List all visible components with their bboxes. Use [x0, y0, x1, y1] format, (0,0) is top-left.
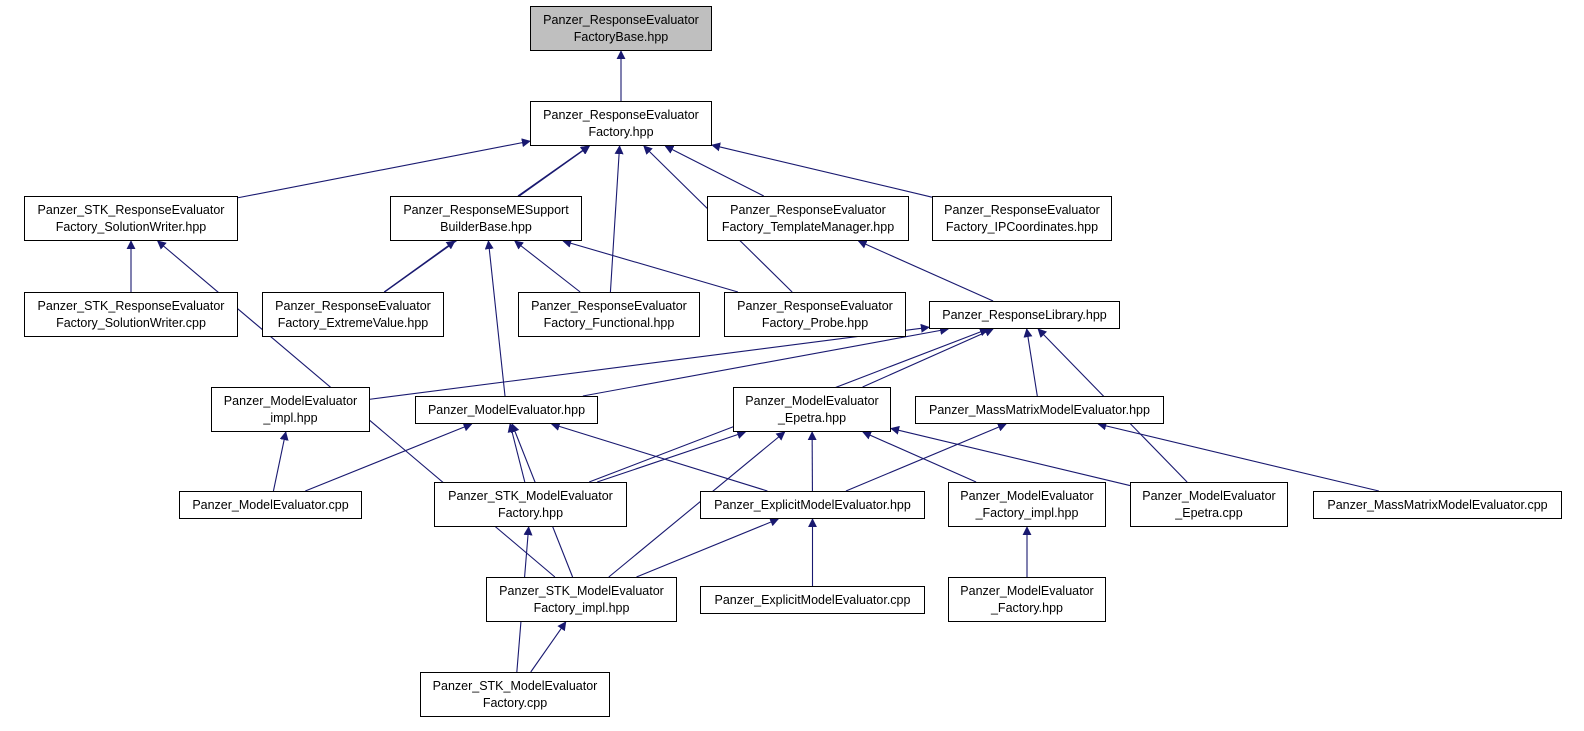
node-label-line: Factory_ExtremeValue.hpp [277, 315, 429, 330]
node-explicit-model-evaluator-cpp[interactable]: Panzer_ExplicitModelEvaluator.cpp [700, 586, 925, 614]
include-edge [596, 430, 747, 483]
node-label-line: _impl.hpp [263, 410, 318, 425]
include-edge [550, 422, 768, 492]
node-label-line: Panzer_STK_ModelEvaluator [448, 488, 613, 503]
node-label-line: Panzer_ModelEvaluator [745, 393, 879, 408]
include-edge [305, 422, 473, 492]
node-probe-hpp[interactable]: Panzer_ResponseEvaluator Factory_Probe.h… [724, 292, 906, 337]
node-response-evaluator-factory-hpp[interactable]: Panzer_ResponseEvaluator Factory.hpp [530, 101, 712, 146]
node-model-evaluator-epetra-cpp[interactable]: Panzer_ModelEvaluator _Epetra.cpp [1130, 482, 1288, 527]
include-edge [862, 431, 977, 483]
include-edge [636, 517, 780, 578]
node-model-evaluator-factory-impl-hpp[interactable]: Panzer_ModelEvaluator _Factory_impl.hpp [948, 482, 1106, 527]
node-label-line: Panzer_ResponseEvaluator [531, 298, 687, 313]
include-edge [582, 326, 950, 397]
include-edge [857, 240, 994, 302]
node-label-line: Factory_Probe.hpp [761, 315, 869, 330]
edge-layer [126, 50, 1379, 673]
node-label-line: Panzer_STK_ModelEvaluator [499, 583, 664, 598]
include-edge [608, 431, 786, 578]
node-label-line: FactoryBase.hpp [573, 29, 669, 44]
node-label-line: _Epetra.cpp [1175, 505, 1243, 520]
node-label-line: Panzer_ModelEvaluator [223, 393, 358, 408]
node-label-line: Panzer_ModelEvaluator.cpp [192, 497, 349, 512]
node-label-line: Factory_TemplateManager.hpp [721, 219, 895, 234]
include-edge [514, 240, 581, 293]
node-stk-solution-writer-cpp[interactable]: Panzer_STK_ResponseEvaluator Factory_Sol… [24, 292, 238, 337]
include-edge [237, 138, 531, 199]
node-label-line: Factory_SolutionWriter.cpp [56, 315, 206, 330]
node-label-line: Panzer_ResponseEvaluator [944, 202, 1100, 217]
node-label-line: Factory.hpp [497, 505, 564, 520]
node-label-line: Factory_SolutionWriter.hpp [55, 219, 207, 234]
node-label-line: _Epetra.hpp [777, 410, 847, 425]
node-label-line: Panzer_ModelEvaluator [1142, 488, 1276, 503]
node-label-line: Panzer_ModelEvaluator [960, 583, 1094, 598]
node-label-line: Panzer_ExplicitModelEvaluator.hpp [714, 497, 911, 512]
node-label-line: _Factory.hpp [990, 600, 1064, 615]
node-stk-model-evaluator-factory-hpp[interactable]: Panzer_STK_ModelEvaluator Factory.hpp [434, 482, 627, 527]
node-label-line: Panzer_ResponseEvaluator [543, 12, 699, 27]
node-extreme-value-hpp[interactable]: Panzer_ResponseEvaluator Factory_Extreme… [262, 292, 444, 337]
node-template-manager-hpp[interactable]: Panzer_ResponseEvaluator Factory_Templat… [707, 196, 909, 241]
node-label-line: Panzer_ResponseEvaluator [737, 298, 893, 313]
node-label-line: Panzer_ResponseEvaluator [275, 298, 431, 313]
node-response-library-hpp[interactable]: Panzer_ResponseLibrary.hpp [929, 301, 1120, 329]
include-edge [845, 422, 1007, 492]
node-stk-model-evaluator-factory-impl-hpp[interactable]: Panzer_STK_ModelEvaluator Factory_impl.h… [486, 577, 677, 622]
include-edge [711, 142, 933, 198]
node-label-line: Panzer_STK_ModelEvaluator [432, 678, 598, 693]
node-label-line: Factory_IPCoordinates.hpp [945, 219, 1099, 234]
node-mass-matrix-model-evaluator-hpp[interactable]: Panzer_MassMatrixModelEvaluator.hpp [915, 396, 1164, 424]
node-label-line: Panzer_ModelEvaluator [960, 488, 1094, 503]
include-edge [1097, 421, 1379, 492]
node-label-line: Panzer_MassMatrixModelEvaluator.hpp [929, 402, 1150, 417]
node-label-line: Factory.hpp [588, 124, 654, 139]
node-response-me-support-builder-base-hpp[interactable]: Panzer_ResponseMESupport BuilderBase.hpp [390, 196, 582, 241]
include-edge [862, 328, 994, 388]
node-model-evaluator-cpp[interactable]: Panzer_ModelEvaluator.cpp [179, 491, 362, 519]
node-label-line: BuilderBase.hpp [440, 219, 532, 234]
node-mass-matrix-model-evaluator-cpp[interactable]: Panzer_MassMatrixModelEvaluator.cpp [1313, 491, 1562, 519]
include-edge [484, 240, 506, 397]
node-label-line: Panzer_ResponseEvaluator [730, 202, 886, 217]
node-model-evaluator-hpp[interactable]: Panzer_ModelEvaluator.hpp [415, 396, 598, 424]
include-edge [383, 240, 456, 293]
node-label-line: Panzer_MassMatrixModelEvaluator.cpp [1327, 497, 1548, 512]
include-edge [562, 238, 739, 293]
node-response-evaluator-factory-base-hpp: Panzer_ResponseEvaluator FactoryBase.hpp [530, 6, 712, 51]
node-label-line: Panzer_ResponseEvaluator [543, 107, 699, 122]
node-model-evaluator-impl-hpp[interactable]: Panzer_ModelEvaluator _impl.hpp [211, 387, 370, 432]
node-label-line: Factory.cpp [482, 695, 548, 710]
node-functional-hpp[interactable]: Panzer_ResponseEvaluator Factory_Functio… [518, 292, 700, 337]
include-edge [507, 423, 526, 483]
include-edge [517, 145, 590, 197]
include-edge [1023, 328, 1038, 397]
node-label-line: Panzer_STK_ResponseEvaluator [37, 298, 225, 313]
node-explicit-model-evaluator-hpp[interactable]: Panzer_ExplicitModelEvaluator.hpp [700, 491, 925, 519]
node-ip-coordinates-hpp[interactable]: Panzer_ResponseEvaluator Factory_IPCoord… [932, 196, 1112, 241]
node-label-line: Factory_impl.hpp [533, 600, 630, 615]
include-edge [890, 425, 1131, 487]
include-edge [272, 431, 289, 492]
node-label-line: Panzer_ResponseLibrary.hpp [942, 307, 1107, 322]
node-model-evaluator-epetra-hpp[interactable]: Panzer_ModelEvaluator _Epetra.hpp [733, 387, 891, 432]
include-edge [609, 145, 624, 293]
include-edge [369, 323, 930, 400]
include-edge [530, 621, 567, 673]
include-edge [664, 145, 764, 197]
node-label-line: Factory_Functional.hpp [543, 315, 675, 330]
node-label-line: Panzer_ModelEvaluator.hpp [427, 402, 586, 417]
node-stk-model-evaluator-factory-cpp[interactable]: Panzer_STK_ModelEvaluator Factory.cpp [420, 672, 610, 717]
node-label-line: Panzer_STK_ResponseEvaluator [37, 202, 225, 217]
node-label-line: Panzer_ExplicitModelEvaluator.cpp [714, 592, 911, 607]
node-label-line: _Factory_impl.hpp [975, 505, 1079, 520]
node-model-evaluator-factory-hpp[interactable]: Panzer_ModelEvaluator _Factory.hpp [948, 577, 1106, 622]
node-label-line: Panzer_ResponseMESupport [403, 202, 569, 217]
node-stk-solution-writer-hpp[interactable]: Panzer_STK_ResponseEvaluator Factory_Sol… [24, 196, 238, 241]
